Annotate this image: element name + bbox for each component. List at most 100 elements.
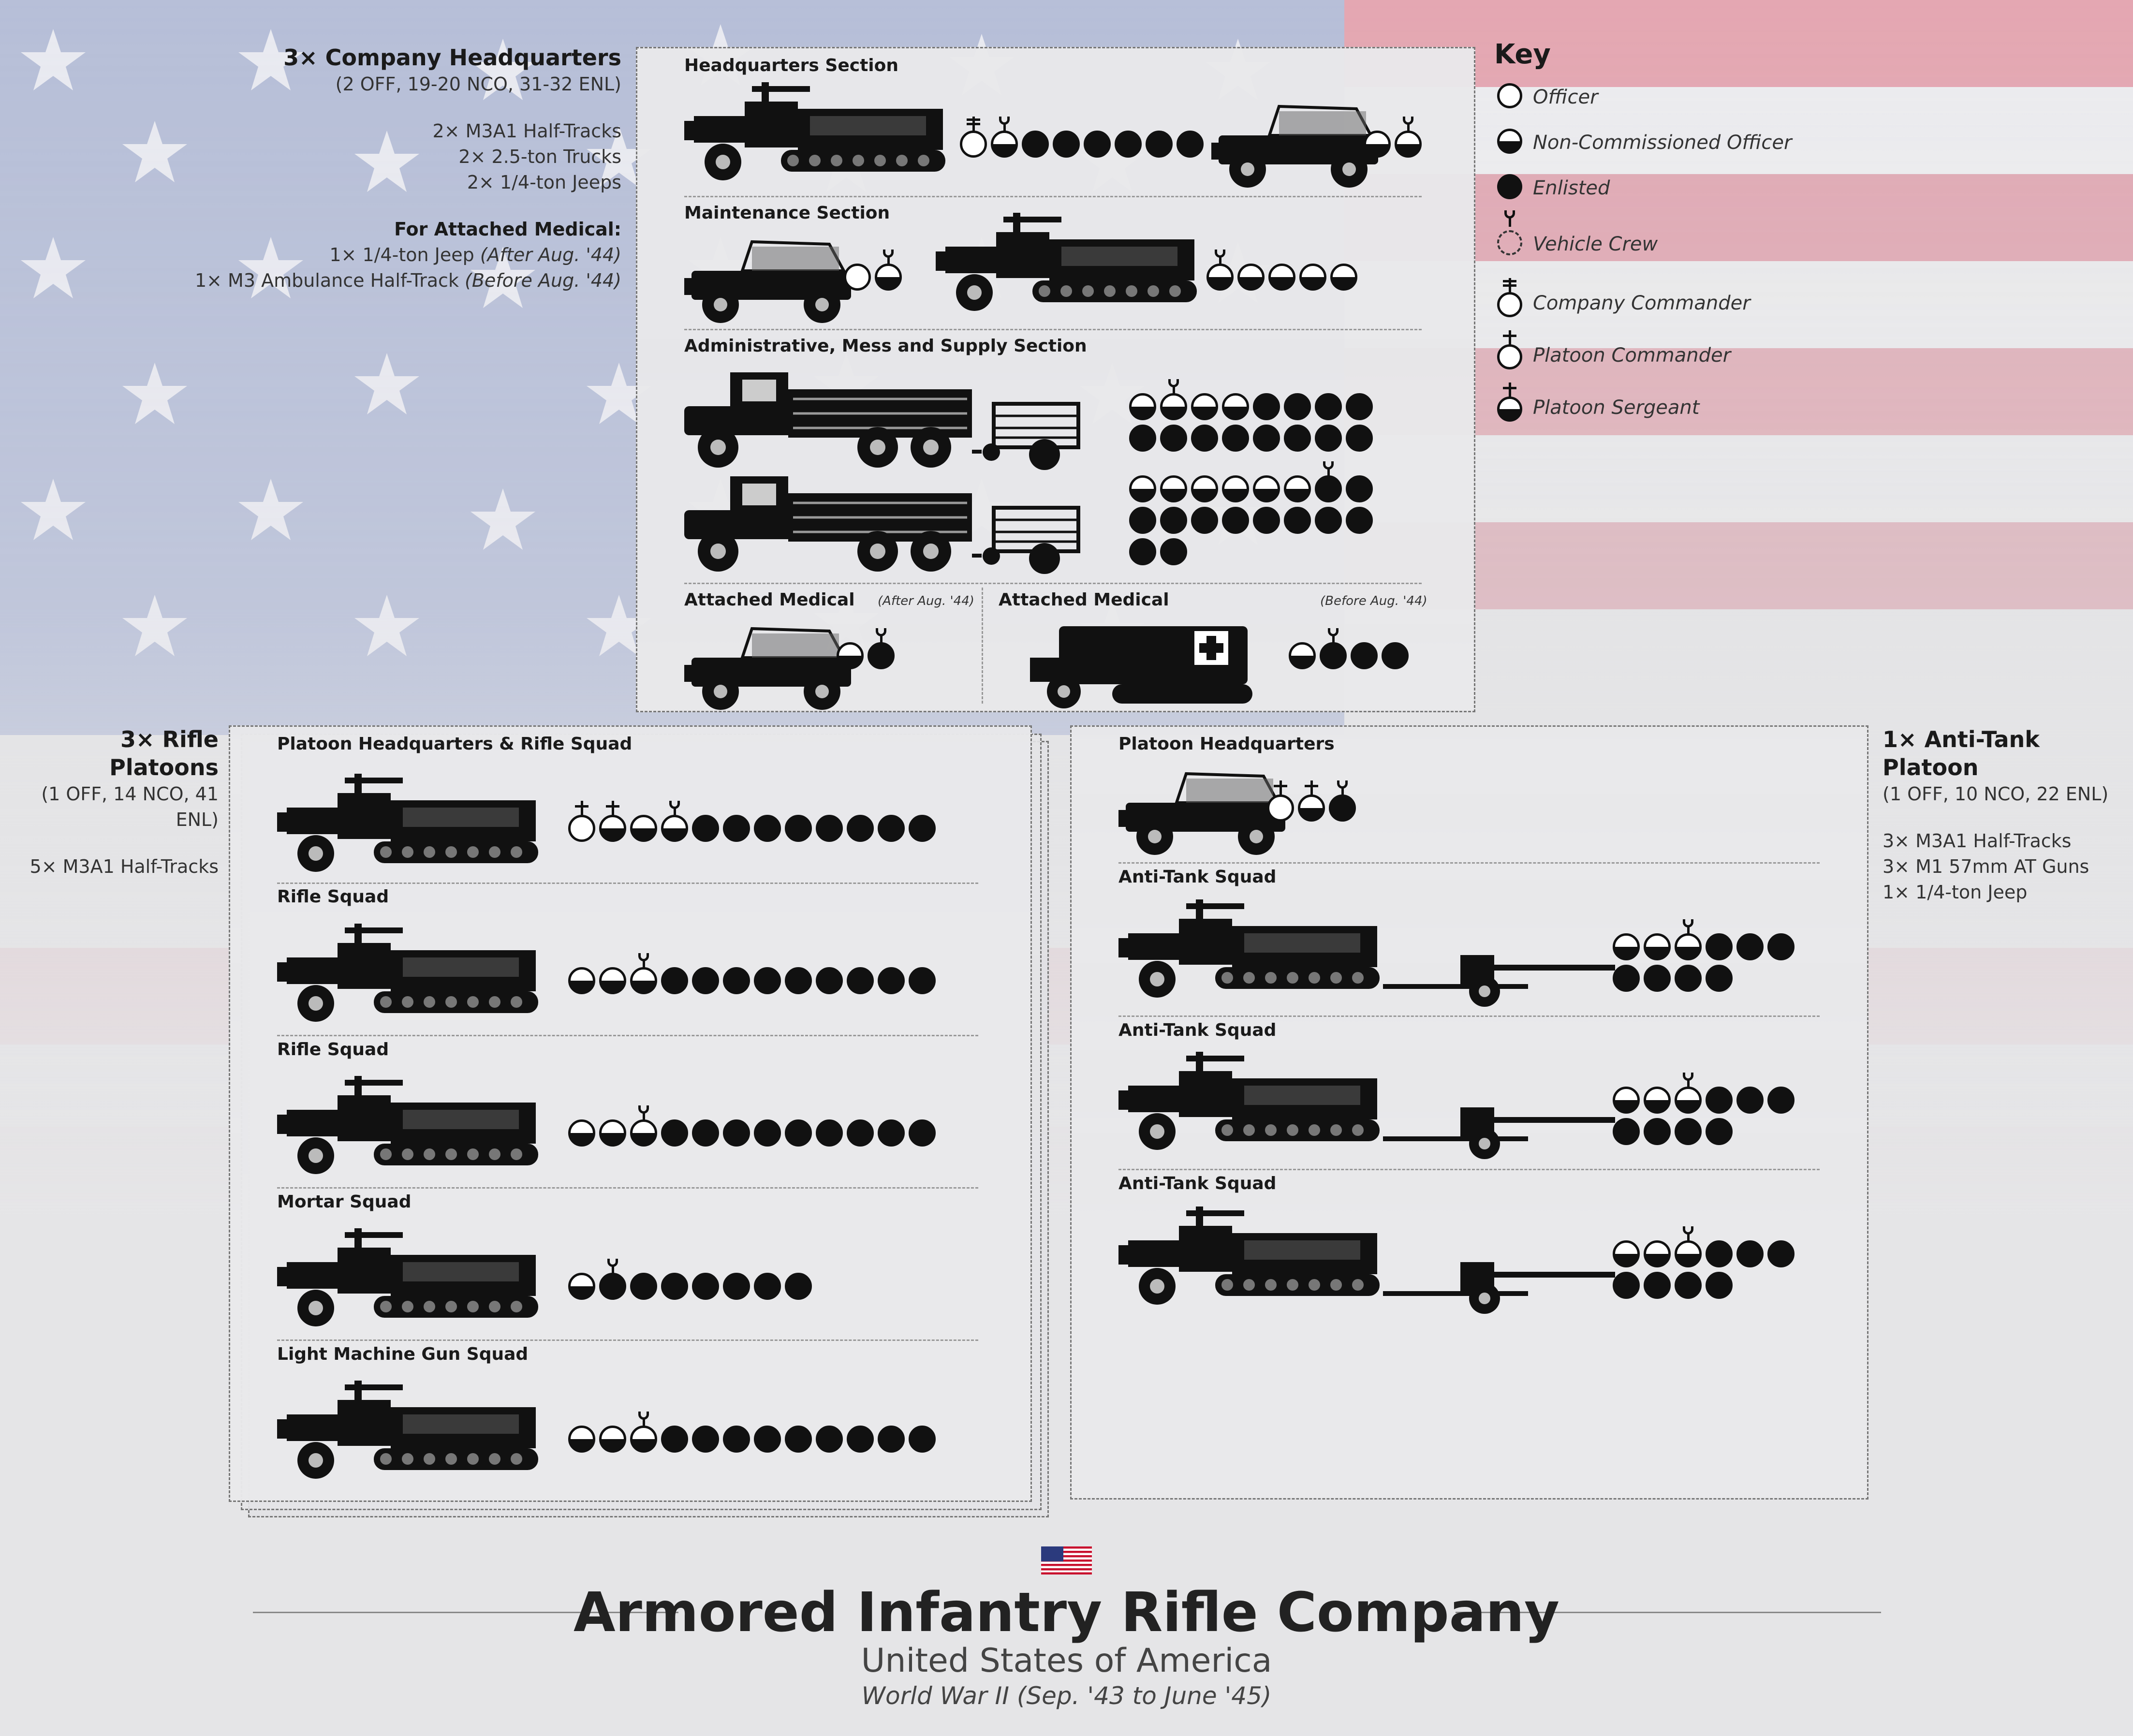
enlisted-icon: [816, 1426, 843, 1453]
enlisted-icon: [1053, 131, 1080, 158]
enlisted-icon: [1115, 131, 1142, 158]
officer-icon: [960, 117, 987, 158]
enlisted-icon: [723, 1119, 750, 1147]
personnel-row: [1267, 780, 1356, 822]
enlisted-icon: [1736, 1240, 1764, 1267]
nco-icon: [599, 801, 626, 842]
nco-icon: [1160, 475, 1187, 502]
enlisted-icon: [909, 967, 936, 994]
nco-icon: [1222, 475, 1249, 502]
nco-icon: [568, 967, 595, 994]
platoon-commander-mark-icon: [575, 801, 588, 817]
nco-icon: [568, 1273, 595, 1300]
enlisted-icon: [909, 1119, 936, 1147]
officer-icon: [844, 264, 871, 291]
nco-icon: [1298, 780, 1325, 822]
enlisted-icon: [661, 1119, 688, 1147]
at-platoon-info: 1× Anti-Tank Platoon (1 OFF, 10 NCO, 22 …: [1883, 725, 2124, 905]
vehicle-crew-mark-icon: [874, 628, 888, 645]
enlisted-icon: [878, 815, 905, 842]
nco-icon: [1191, 393, 1218, 420]
ambulance-halftrack: [1030, 626, 1252, 708]
nco-icon: [630, 953, 657, 994]
personnel-row: [568, 953, 936, 994]
enlisted-icon: [1253, 425, 1280, 452]
vehicle-crew-mark-icon: [1213, 250, 1227, 266]
personnel-row: [568, 1259, 812, 1300]
legend-pc-icon: [1497, 330, 1522, 369]
equipment-line: 2× M3A1 Half-Tracks: [432, 120, 621, 142]
legend-o-icon: [1497, 83, 1522, 108]
enlisted-icon: [1160, 507, 1187, 534]
enlisted-icon: [816, 967, 843, 994]
enlisted-icon: [1382, 642, 1409, 669]
vehicle-crew-mark-icon: [882, 250, 895, 266]
enlisted-icon: [847, 815, 874, 842]
enlisted-icon: [1177, 131, 1204, 158]
nco-icon: [568, 1426, 595, 1453]
legend-title: Key: [1494, 39, 1551, 70]
enlisted-icon: [785, 1119, 812, 1147]
enlisted-icon: [1706, 1240, 1733, 1267]
enlisted-icon: [1767, 1240, 1795, 1267]
enlisted-icon: [1346, 475, 1373, 502]
vehicle-crew-mark-icon: [668, 801, 681, 817]
vehicle-crew-mark-icon: [1681, 1226, 1695, 1243]
nco-icon: [661, 801, 688, 842]
enlisted-icon: [723, 815, 750, 842]
enlisted-icon: [1022, 131, 1049, 158]
nco-icon: [1268, 264, 1295, 291]
at-gun: [1383, 1262, 1615, 1314]
nco-icon: [599, 1426, 626, 1453]
vehicle-crew-mark-icon: [1326, 628, 1340, 645]
platoon-commander-mark-icon: [1305, 780, 1318, 797]
enlisted-icon: [1129, 507, 1156, 534]
personnel-row: [1613, 965, 1733, 992]
nco-icon: [1613, 1240, 1640, 1267]
enlisted-icon: [1706, 1118, 1733, 1145]
page-period: World War II (Sep. '43 to June '45): [861, 1682, 1272, 1710]
nco-icon: [1253, 475, 1280, 502]
halftrack-vehicle: [1118, 1052, 1380, 1150]
enlisted-icon: [909, 1426, 936, 1453]
nco-icon: [1222, 393, 1249, 420]
enlisted-icon: [661, 967, 688, 994]
personnel-row: [960, 117, 1204, 158]
personnel-row: [844, 250, 902, 291]
enlisted-icon: [1146, 131, 1173, 158]
enlisted-icon: [1191, 507, 1218, 534]
enlisted-icon: [723, 1273, 750, 1300]
nco-icon: [1644, 933, 1671, 960]
enlisted-icon: [692, 1426, 719, 1453]
company-hq-heading: 3× Company Headquarters: [283, 44, 621, 71]
nco-icon: [1299, 264, 1326, 291]
personnel-row: [1129, 538, 1187, 565]
at-gun: [1383, 1107, 1615, 1159]
medical-before-note: (Before Aug. '44): [1320, 594, 1427, 608]
vehicle-crew-mark-icon: [1401, 117, 1415, 133]
halftrack-vehicle: [1118, 899, 1380, 998]
enlisted-icon: [1767, 933, 1795, 960]
personnel-row: [1129, 461, 1373, 502]
personnel-row: [1206, 250, 1357, 291]
jeep-vehicle: [1118, 769, 1288, 856]
section-title-maintenance: Maintenance Section: [684, 203, 890, 223]
halftrack-vehicle: [277, 1228, 538, 1326]
divider: [277, 1035, 978, 1036]
nco-icon: [568, 1119, 595, 1147]
halftrack-vehicle: [936, 213, 1197, 311]
enlisted-icon: [1346, 393, 1373, 420]
enlisted-icon: [599, 1259, 626, 1300]
nco-icon: [1364, 131, 1391, 158]
enlisted-icon: [692, 1119, 719, 1147]
divider: [1118, 862, 1820, 864]
section-title-hq: Headquarters Section: [684, 56, 898, 75]
enlisted-icon: [1315, 425, 1342, 452]
equipment-line: 1× 1/4-ton Jeep: [1883, 882, 2028, 903]
nco-icon: [1191, 475, 1218, 502]
enlisted-icon: [1129, 425, 1156, 452]
enlisted-icon: [1160, 425, 1187, 452]
personnel-row: [1289, 628, 1409, 669]
enlisted-icon: [1675, 1118, 1702, 1145]
legend-cc-icon: [1497, 278, 1522, 317]
